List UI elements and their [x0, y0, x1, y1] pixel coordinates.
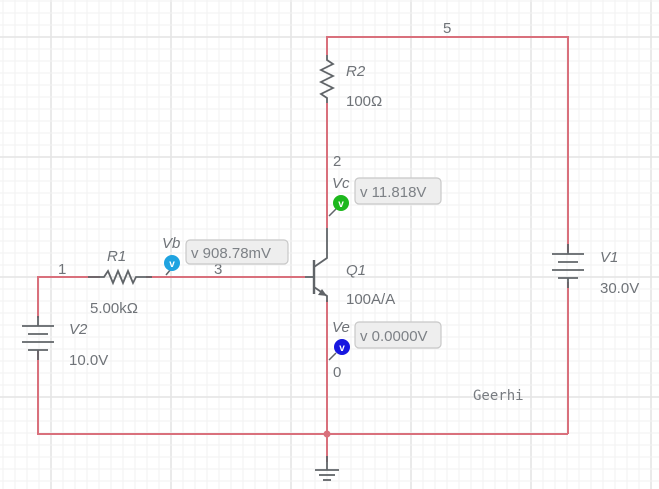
probe-vc-name: Vc — [332, 175, 350, 192]
v2-value: 10.0V — [69, 352, 108, 369]
voltmeter-icon — [164, 255, 180, 271]
r1-value: 5.00kΩ — [90, 300, 138, 317]
probe-ve-reading-box — [354, 321, 442, 349]
wire-node-5[interactable] — [326, 36, 569, 252]
q1-value: 100A/A — [346, 291, 395, 308]
q1-name: Q1 — [346, 262, 366, 279]
wire-node-1[interactable] — [37, 276, 100, 318]
components — [22, 55, 584, 481]
v1-name: V1 — [600, 249, 618, 266]
probe-vb-reading-box — [185, 239, 289, 265]
probe-ve-name: Ve — [332, 319, 350, 336]
author-label: Geerhi — [473, 388, 524, 404]
r2-name: R2 — [346, 63, 366, 80]
node-label-2: 2 — [333, 153, 341, 170]
battery-v2[interactable] — [22, 316, 54, 360]
voltmeter-icon — [333, 195, 349, 211]
probe-vb[interactable]: v Vb v 908.78mV — [162, 235, 289, 276]
v1-value: 30.0V — [600, 280, 639, 297]
v2-name: V2 — [69, 321, 88, 338]
probe-vb-name: Vb — [162, 235, 180, 252]
transistor-q1[interactable] — [305, 228, 328, 302]
resistor-r2[interactable] — [318, 55, 336, 103]
node-label-5: 5 — [443, 20, 451, 37]
voltmeter-icon — [334, 339, 350, 355]
node-label-1: 1 — [58, 261, 66, 278]
probe-ve-icon-glyph: v — [339, 343, 345, 354]
wires — [37, 36, 569, 462]
node-label-3: 3 — [214, 261, 222, 278]
probe-vb-icon-glyph: v — [169, 259, 175, 270]
probe-vc-reading: v 11.818V — [360, 184, 426, 201]
wire-node-0-bottom[interactable] — [37, 350, 568, 435]
ground-symbol[interactable] — [315, 456, 339, 481]
r1-name: R1 — [107, 248, 126, 265]
junction-dot — [323, 430, 331, 438]
r2-value: 100Ω — [346, 93, 382, 110]
battery-v1[interactable] — [552, 244, 584, 288]
probe-vc-icon-glyph: v — [338, 199, 344, 210]
probe-vc[interactable]: v Vc v 11.818V — [328, 175, 442, 217]
probe-vb-reading: v 908.78mV — [191, 245, 271, 262]
probe-ve-reading: v 0.0000V — [360, 328, 428, 345]
probe-ve[interactable]: v Ve v 0.0000V — [328, 319, 442, 361]
node-label-0: 0 — [333, 364, 341, 381]
probe-vc-reading-box — [354, 177, 442, 205]
resistor-r1[interactable] — [88, 268, 152, 286]
